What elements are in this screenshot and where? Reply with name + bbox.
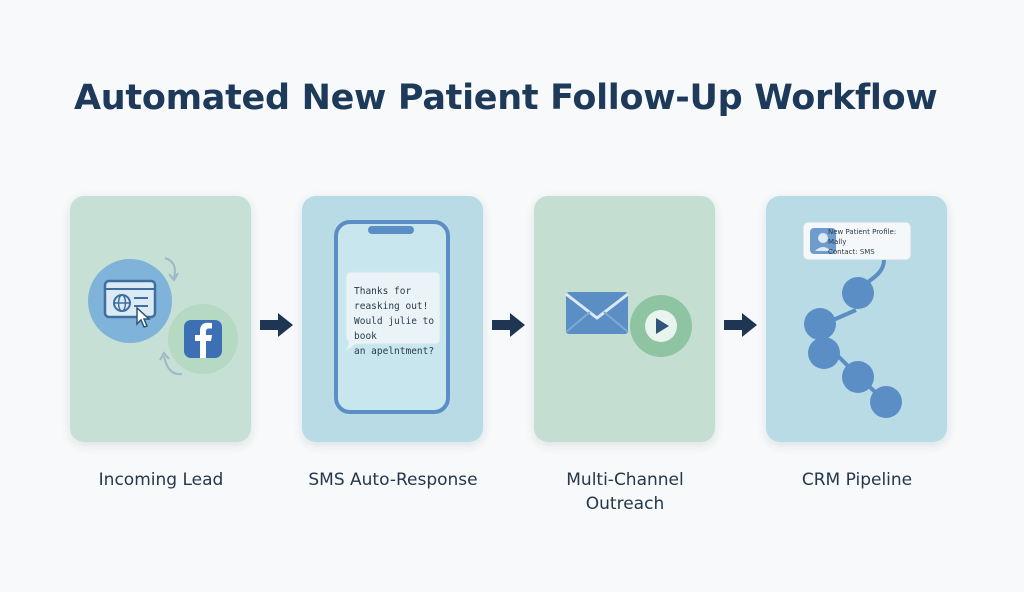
step-label-sms-auto-response: SMS Auto-Response: [308, 470, 478, 490]
play-icon: [630, 295, 692, 357]
step-label-multi-channel-outreach: Multi-Channel Outreach: [566, 470, 684, 514]
pipeline-nodes-icon: [804, 259, 902, 418]
cursor-icon: [136, 306, 151, 328]
chat-bubble-icon: [345, 271, 441, 353]
step-card-multi-channel-outreach: [534, 196, 715, 442]
arrow-right-icon: [492, 313, 525, 337]
step-label-crm-pipeline: CRM Pipeline: [801, 470, 913, 490]
arrow-right-icon: [260, 313, 293, 337]
step-card-incoming-lead: [70, 196, 251, 442]
crm-profile-text: New Patient Profile: Mally Contact: SMS: [828, 228, 897, 256]
incoming-lead-illustration: [70, 196, 251, 442]
step-label-incoming-lead: Incoming Lead: [98, 470, 224, 490]
cycle-arrows-icon: [164, 257, 176, 279]
page-title: Automated New Patient Follow-Up Workflow: [74, 78, 938, 118]
sms-illustration: [302, 196, 483, 442]
step-card-crm-pipeline: New Patient Profile: Mally Contact: SMS: [766, 196, 947, 442]
sms-message-text: Thanks for reasking out! Would julie to …: [354, 286, 435, 357]
crm-illustration: [766, 196, 947, 442]
outreach-illustration: [534, 196, 715, 442]
envelope-icon: [565, 292, 629, 334]
step-card-sms-auto-response: Thanks for reasking out! Would julie to …: [302, 196, 483, 442]
profile-card-icon: [802, 221, 912, 261]
arrow-right-icon: [724, 313, 757, 337]
